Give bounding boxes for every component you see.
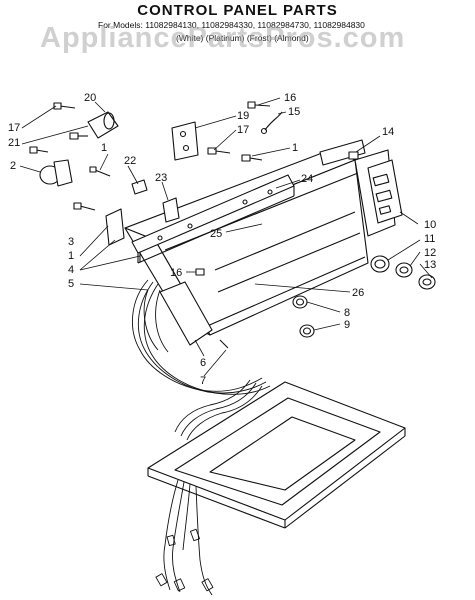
wire-harness [132, 279, 271, 441]
page-title: CONTROL PANEL PARTS [137, 2, 338, 19]
harness-cover [159, 281, 229, 349]
callout-15: 15 [288, 106, 300, 118]
callout-13: 13 [424, 259, 436, 271]
callout-labels: 20 17 21 2 1 22 23 16 15 19 17 1 14 24 2… [8, 92, 436, 387]
callout-4: 4 [68, 264, 74, 276]
pressure-switch [53, 102, 119, 140]
callout-25: 25 [210, 228, 222, 240]
callout-10: 10 [424, 219, 436, 231]
callout-17-left: 17 [8, 122, 20, 134]
callout-16-top: 16 [284, 92, 296, 104]
callout-1-right: 1 [292, 142, 298, 154]
control-knobs [292, 295, 315, 338]
callout-16-mid: 16 [170, 267, 182, 279]
callout-7: 7 [200, 375, 206, 387]
terminal-blocks [131, 179, 180, 223]
screw-16 [195, 268, 205, 276]
callout-23: 23 [155, 172, 167, 184]
hanging-wires [155, 479, 214, 596]
bracket-19 [171, 121, 199, 161]
callout-20: 20 [84, 92, 96, 104]
callout-8: 8 [344, 307, 350, 319]
top-cabinet [147, 381, 406, 529]
callout-2: 2 [10, 160, 16, 172]
callout-22: 22 [124, 155, 136, 167]
callout-14: 14 [382, 126, 394, 138]
callout-1-top: 1 [101, 142, 107, 154]
model-list: For Models: 11082984130, 11082984330, 11… [98, 20, 365, 30]
callout-12: 12 [424, 247, 436, 259]
callout-6: 6 [200, 357, 206, 369]
switch-14 [348, 151, 359, 160]
callout-21: 21 [8, 137, 20, 149]
callout-11: 11 [424, 233, 435, 245]
color-list: (White) (Platinum) (Frost) (Almond) [176, 33, 309, 43]
callout-3: 3 [68, 236, 74, 248]
callout-24: 24 [301, 173, 313, 185]
temperature-switch [29, 146, 73, 187]
callout-9: 9 [344, 319, 350, 331]
panel-bracket [131, 174, 295, 264]
bracket-left [105, 208, 125, 246]
callout-1-left: 1 [68, 250, 74, 262]
callout-17-right: 17 [237, 124, 249, 136]
callout-26: 26 [352, 287, 364, 299]
leader-lines [19, 97, 433, 377]
timer-knob-parts [370, 255, 436, 290]
screws-1 [73, 166, 111, 211]
callout-5: 5 [68, 278, 74, 290]
callout-19: 19 [237, 110, 249, 122]
control-housing [367, 159, 403, 224]
